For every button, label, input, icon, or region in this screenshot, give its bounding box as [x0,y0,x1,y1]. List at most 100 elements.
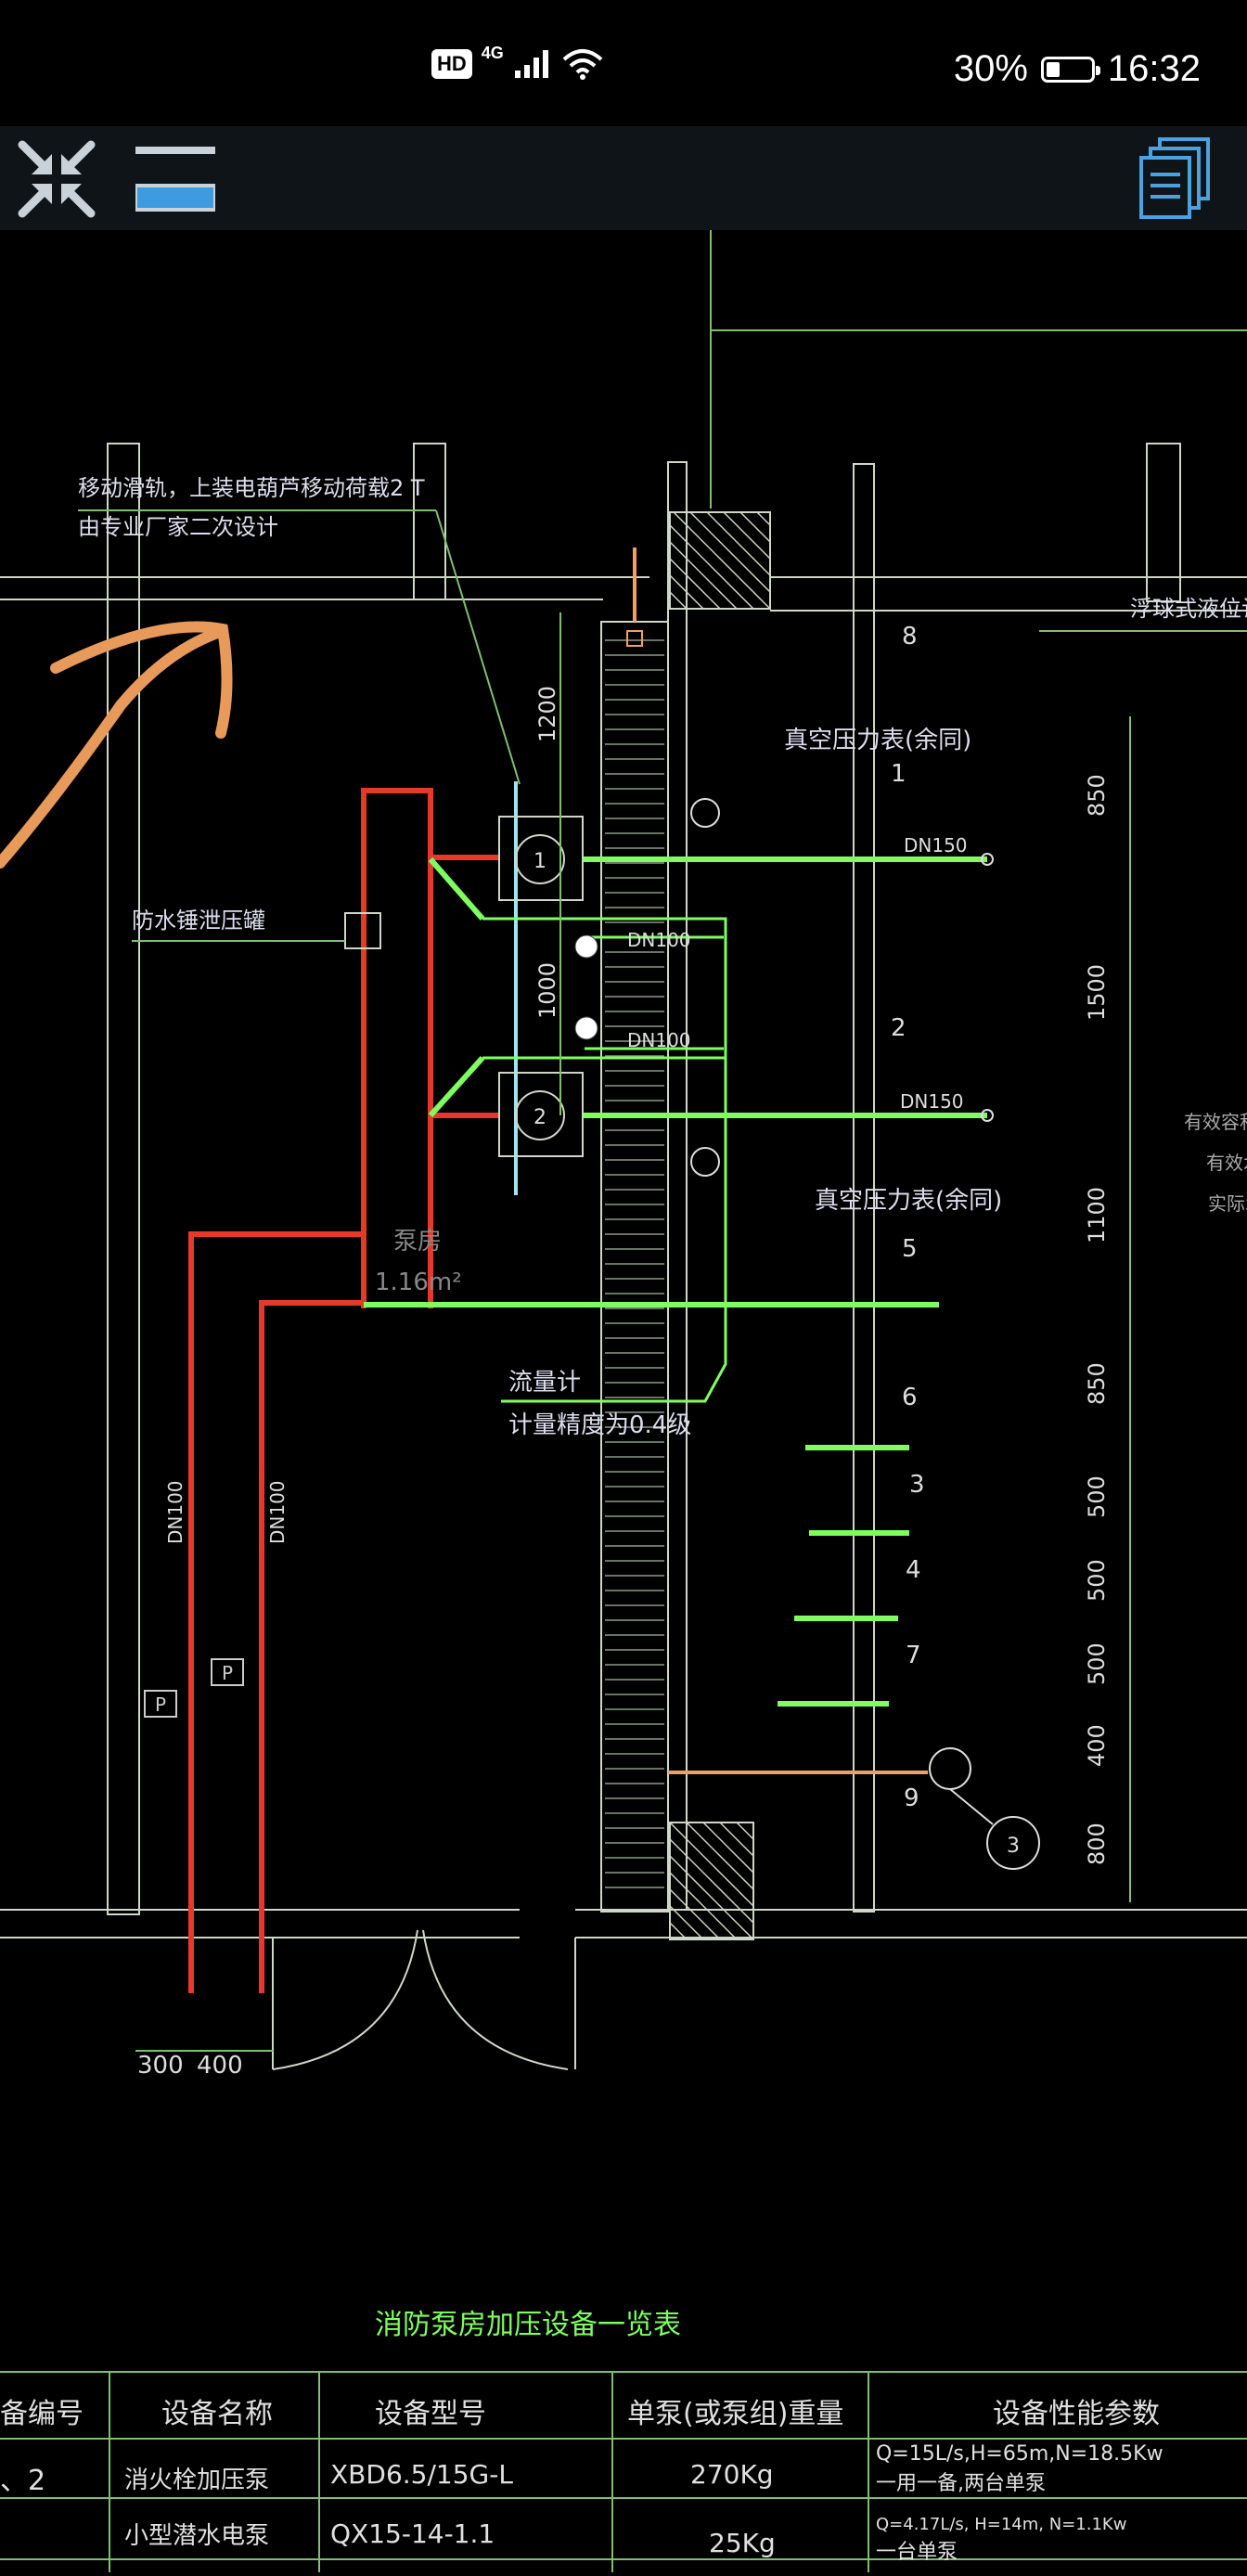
svg-text:4: 4 [906,1556,921,1584]
hatch-line [669,524,754,610]
surge-tank-icon [344,912,381,949]
vacuum-gauge-label-2: 真空压力表(余同) [815,1187,1002,1215]
dim-1200: 1200 [534,686,560,742]
status-icons: HD 4G [431,44,604,80]
hatch-line [669,1838,754,1924]
table-title: 消防泵房加压设备一览表 [375,2309,681,2341]
hatch-line [702,1822,754,1874]
hatch-line [719,1822,754,1857]
collapse-arrows-icon[interactable] [17,139,96,223]
svg-text:DN100: DN100 [266,1480,289,1544]
svg-text:850: 850 [1084,1362,1110,1405]
svg-text:500: 500 [1084,1642,1110,1685]
status-right: 30% 16:32 [954,48,1201,90]
svg-text:300: 300 [137,2052,184,2080]
svg-text:DN100: DN100 [164,1480,186,1544]
hatch-line [669,1922,688,1940]
vacuum-gauge-icon [690,798,720,828]
hatch-line [669,591,688,610]
hatch-line [756,511,771,526]
rail-note-2: 由专业厂家二次设计 [78,514,278,540]
valve-icon [574,1016,598,1040]
dimension-chain: 850 1500 1100 850 500 500 500 400 800 [1084,716,1131,1902]
pump-2-label: 2 [534,1106,546,1129]
hatch-line [736,1822,754,1840]
svg-text:850: 850 [1084,774,1110,817]
svg-text:8: 8 [902,623,918,650]
grid-bubble: 61 [676,136,1247,509]
svg-text:有效水: 有效水 [1206,1152,1247,1174]
svg-text:2: 2 [891,1014,906,1042]
svg-text:P: P [222,1662,233,1684]
svg-text:3: 3 [909,1471,925,1499]
svg-text:500: 500 [1084,1475,1110,1518]
hatched-blocks [669,511,771,1940]
hatch-line [689,511,771,593]
pump-room-label: 泵房 [393,1228,442,1256]
svg-text:DN150: DN150 [904,834,968,857]
red-pipes [188,788,499,1993]
svg-text:500: 500 [1084,1559,1110,1602]
vacuum-gauge-icon [690,1147,720,1177]
svg-text:实际水: 实际水 [1208,1192,1247,1215]
hatch-line [669,1872,738,1940]
col-header: 单泵(或泵组)重量 [627,2398,844,2430]
walls [0,443,1247,2069]
hatch-line [673,511,771,610]
svg-text:1500: 1500 [1084,964,1110,1021]
vacuum-gauge-label-1: 真空压力表(余同) [784,727,971,754]
svg-text:7: 7 [906,1642,921,1669]
area-label: 1.16m² [375,1269,462,1296]
svg-text:1: 1 [891,760,906,788]
hatch-line [669,1905,704,1940]
battery-icon [1040,56,1100,83]
battery-percent: 30% [953,48,1028,89]
pump-1[interactable]: 1 [498,816,584,901]
hd-badge: HD [431,49,472,79]
svg-text:P: P [155,1694,166,1716]
item-numbers: 8 1 2 5 6 3 4 7 9 [891,623,925,1812]
hatch-line [706,511,771,576]
status-bar: HD 4G 30% 16:32 [0,0,1247,130]
svg-text:DN150: DN150 [900,1090,964,1113]
hatch-line [723,511,771,560]
pump-1-label: 1 [534,850,546,873]
svg-text:800: 800 [1084,1823,1110,1865]
hatch-line [669,541,738,610]
svg-text:DN100: DN100 [627,1029,691,1051]
table-grid [0,2371,1247,2572]
green-pipes [364,857,987,1707]
float-valve-label: 浮球式液位计 [1130,596,1247,622]
col-header: 设备型号 [375,2398,486,2430]
col-header: 设备名称 [161,2398,273,2430]
svg-text:有效容积: 有效容积 [1184,1111,1247,1133]
submersible-pump-icon [929,1747,971,1790]
svg-text:9: 9 [904,1784,919,1812]
svg-text:5: 5 [902,1235,918,1263]
svg-text:400: 400 [1084,1724,1110,1767]
flowmeter-label: 流量计 [508,1369,581,1397]
hatch-line [669,558,721,610]
hatch-line [669,1855,754,1940]
signal-icon [514,50,548,78]
pump-3-label: 3 [1007,1835,1020,1858]
cad-toolbar [0,126,1247,230]
rail-note-1: 移动滑轨，上装电葫芦移动荷载2 T [78,475,425,501]
annotation-arrow [0,621,233,869]
clock: 16:32 [1107,48,1201,89]
wifi-icon [562,49,603,80]
hatch-line [669,574,704,610]
svg-text:400: 400 [197,2052,243,2080]
svg-text:6: 6 [902,1384,918,1411]
layers-icon[interactable] [134,147,217,215]
hatch-line [669,1888,721,1940]
document-stack-icon[interactable] [1138,135,1215,225]
cad-drawing-canvas[interactable]: 61 移动滑轨，上装电葫芦移动荷载2 T 由专业厂家二次设计 浮球式液位计 [0,136,1247,2572]
col-header: 设备性能参数 [993,2398,1160,2430]
hatch-line [739,511,771,543]
flowmeter-accuracy: 计量精度为0.4级 [508,1411,691,1439]
svg-text:1100: 1100 [1084,1187,1110,1243]
stair-ladder [605,639,664,1888]
pump-2[interactable]: 2 [498,1072,584,1157]
surge-tank-label: 防水锤泄压罐 [132,908,265,934]
